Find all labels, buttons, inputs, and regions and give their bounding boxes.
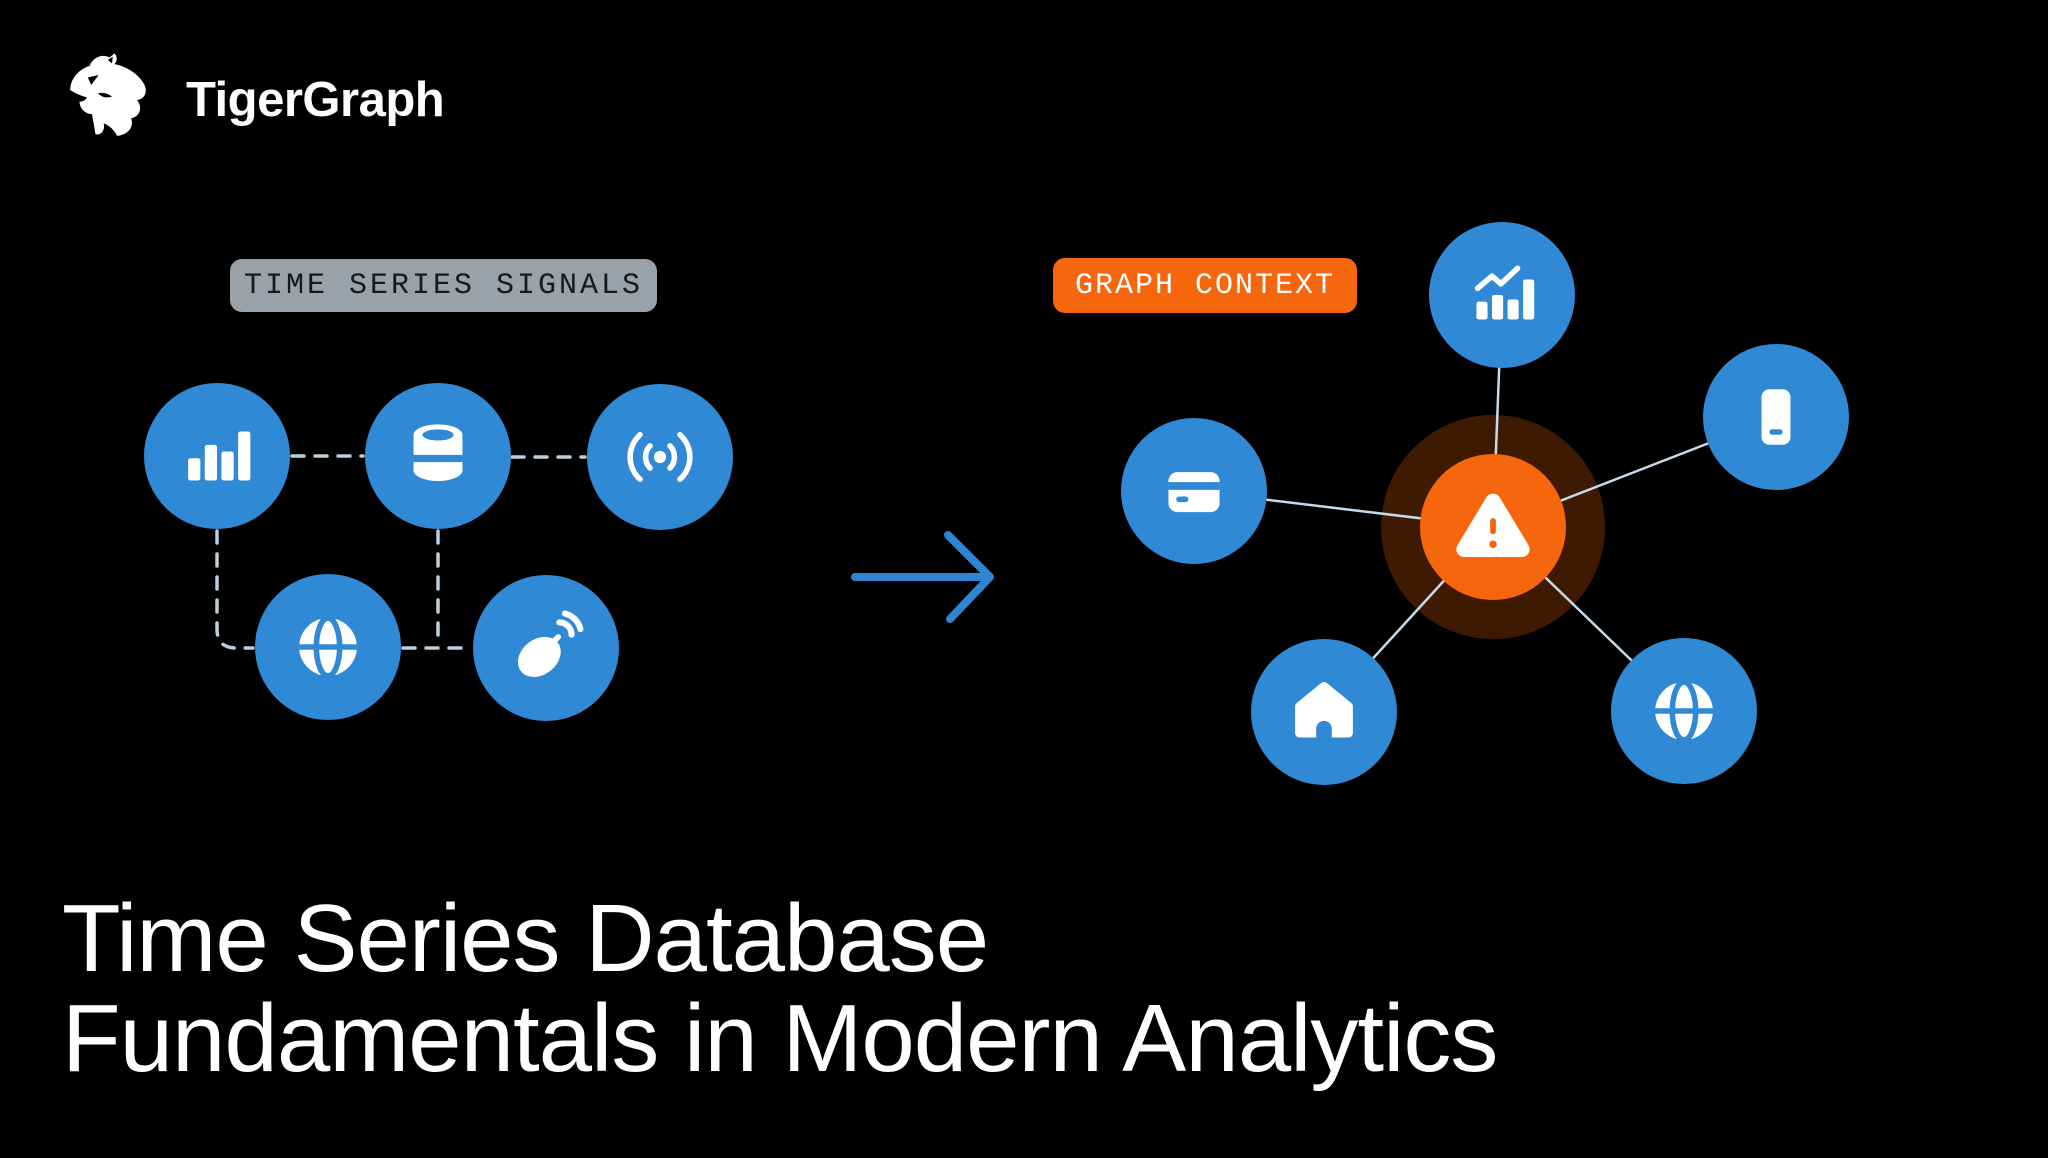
node-credit-card <box>1121 418 1267 564</box>
brand-name: TigerGraph <box>186 73 445 127</box>
page-title-line1: Time Series Database <box>62 885 989 992</box>
trend-chart-icon <box>1474 265 1535 320</box>
graph-context-badge: GRAPH CONTEXT <box>1053 258 1357 313</box>
node-radio-signal <box>587 384 733 530</box>
bar-chart-icon <box>188 431 251 481</box>
node-globe-right <box>1611 638 1757 784</box>
globe-icon <box>295 615 361 679</box>
radio-signal-icon <box>627 432 693 482</box>
node-trend-chart <box>1429 222 1575 368</box>
mobile-phone-icon <box>1761 389 1791 445</box>
alert-triangle-icon <box>1456 493 1530 557</box>
node-bar-chart <box>144 383 290 529</box>
brand-logo: TigerGraph <box>62 50 445 150</box>
home-icon <box>1295 682 1353 738</box>
page-title: Time Series Database Fundamentals in Mod… <box>62 885 1498 1092</box>
globe-icon <box>1651 679 1717 743</box>
node-globe <box>255 574 401 720</box>
node-satellite-dish <box>473 575 619 721</box>
node-mobile-phone <box>1703 344 1849 490</box>
satellite-dish-icon <box>517 610 584 677</box>
page-title-line2: Fundamentals in Modern Analytics <box>62 985 1498 1092</box>
credit-card-icon <box>1168 472 1220 513</box>
node-alert-center <box>1420 454 1566 600</box>
node-home <box>1251 639 1397 785</box>
tiger-head-icon <box>70 53 146 136</box>
time-series-signals-badge: TIME SERIES SIGNALS <box>230 259 657 312</box>
database-icon <box>413 424 463 481</box>
node-database <box>365 383 511 529</box>
